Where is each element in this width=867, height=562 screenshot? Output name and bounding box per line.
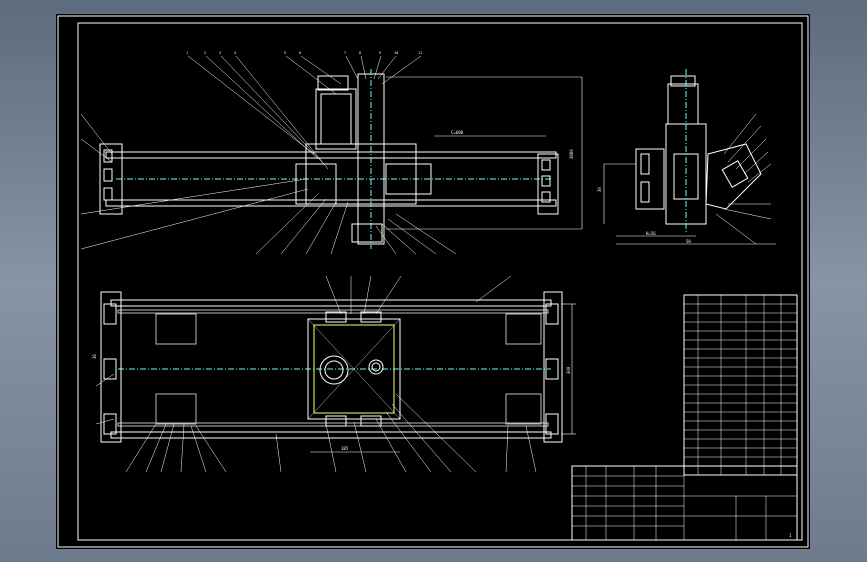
- balloon-label: 2: [204, 51, 206, 55]
- side-height-dim: 30: [597, 187, 602, 192]
- drawing-number: 1: [789, 533, 792, 538]
- side-view: 30 H=56 50: [597, 69, 776, 245]
- balloon-label: 8: [359, 51, 361, 55]
- balloon-label: 1: [186, 51, 188, 55]
- front-view: C=600 3880: [80, 55, 583, 255]
- drawing-sheet: C=600 3880: [56, 14, 810, 549]
- balloon-label: 11: [418, 51, 422, 55]
- balloon-label: 4: [234, 51, 236, 55]
- plan-bottom-dim: 185: [341, 446, 349, 451]
- balloon-label: 6: [299, 51, 301, 55]
- balloon-label: 9: [379, 51, 381, 55]
- plan-view: 36 300 185: [92, 275, 576, 473]
- plan-left-dim: 36: [92, 354, 97, 359]
- drawing-canvas: C=600 3880: [57, 15, 809, 548]
- plan-right-dim: 300: [566, 366, 571, 374]
- side-span-dim: 50: [686, 239, 691, 244]
- balloon-label: 10: [394, 51, 398, 55]
- balloon-label: 5: [284, 51, 286, 55]
- front-height-dim: 3880: [569, 149, 574, 159]
- title-block: 1: [571, 465, 798, 541]
- side-width-dim: H=56: [646, 231, 656, 236]
- inner-border: [77, 22, 803, 541]
- front-span-dim: C=600: [451, 130, 464, 135]
- balloon-label: 7: [344, 51, 346, 55]
- outer-border: [57, 15, 809, 548]
- front-top-balloons: 1 2 3 4 5 6 7 8 9 10 11: [186, 51, 422, 55]
- parts-list-table: [683, 294, 798, 476]
- balloon-label: 3: [219, 51, 221, 55]
